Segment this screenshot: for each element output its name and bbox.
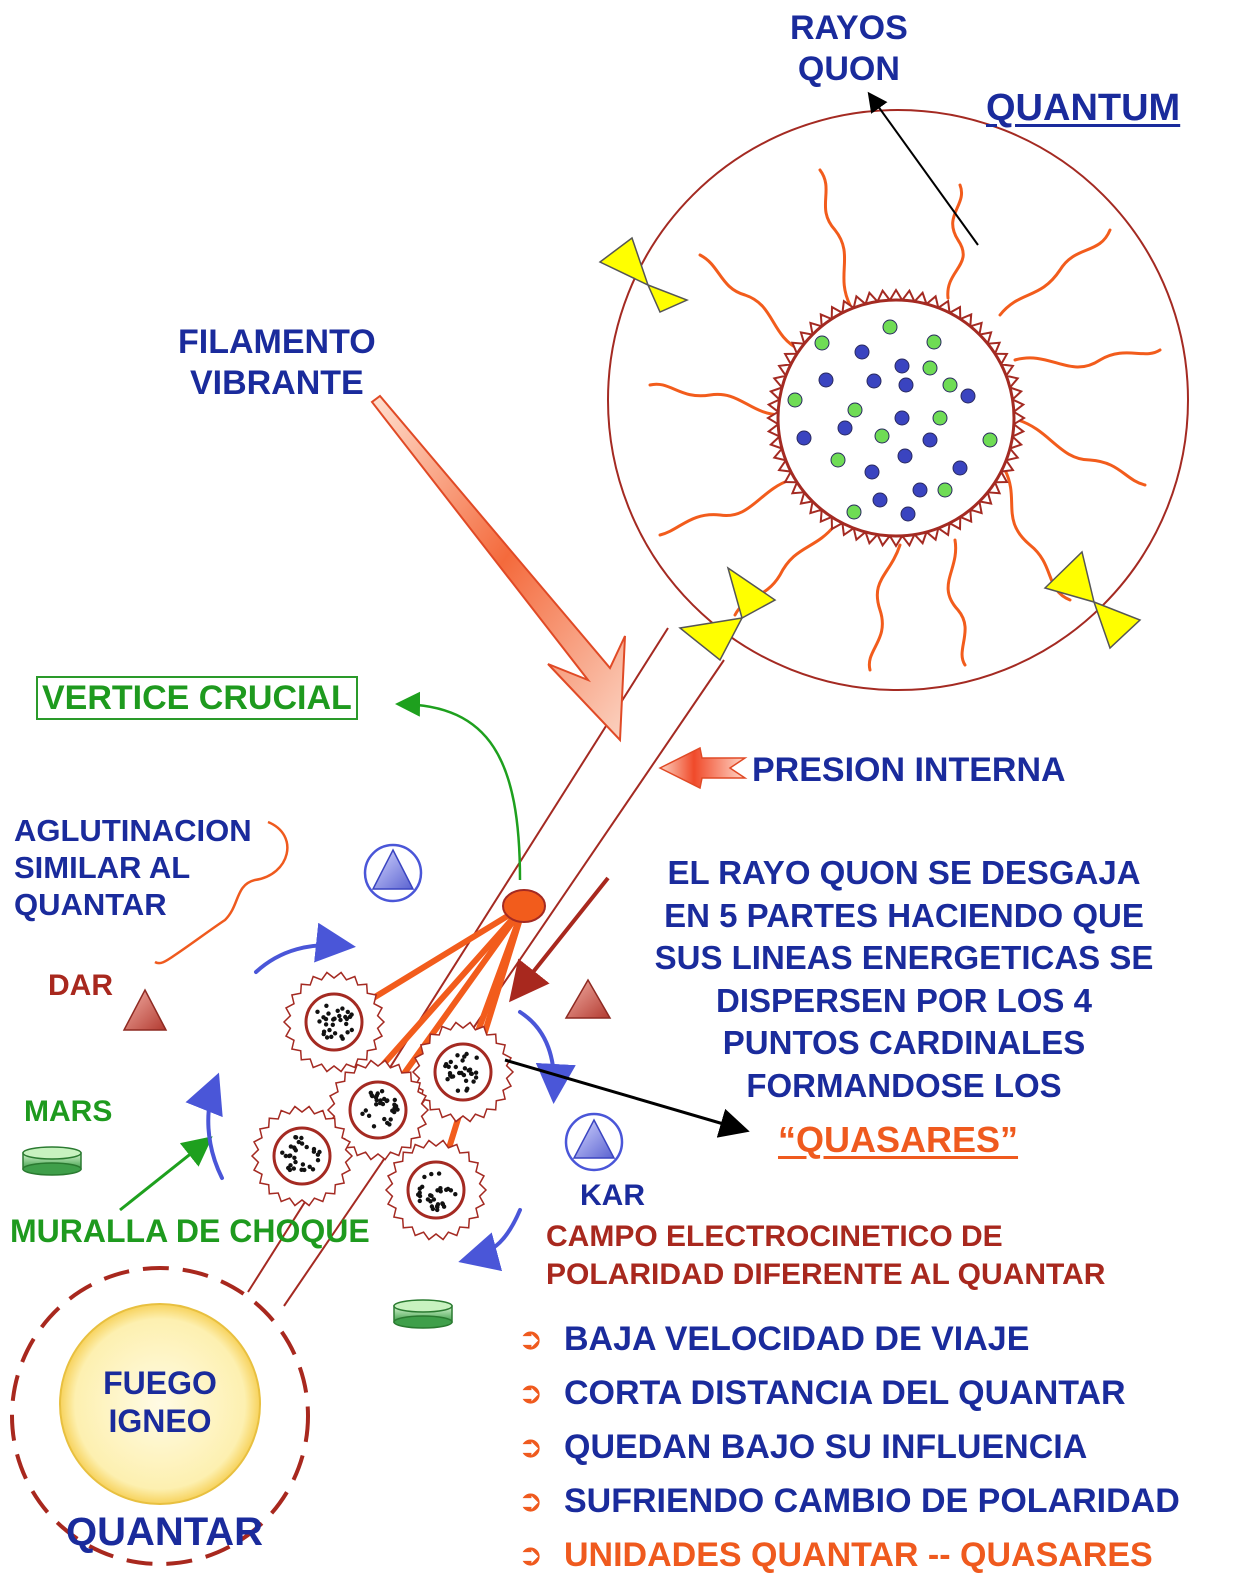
kar-label: KAR	[580, 1179, 645, 1212]
desgaja-description: EL RAYO QUON SE DESGAJA EN 5 PARTES HACI…	[654, 854, 1154, 1104]
dar-label: DAR	[48, 969, 113, 1002]
green-particle	[830, 452, 846, 468]
filamento-vibrante-label: FILAMENTO VIBRANTE	[178, 323, 376, 402]
vertice-crucial-label: VERTICE CRUCIAL	[36, 676, 358, 720]
green-particle	[874, 428, 890, 444]
fuego-igneo-sun	[59, 1303, 261, 1505]
filamento-arrow	[370, 394, 626, 743]
vertice-crucial-arrow	[395, 691, 522, 881]
muralla-choque-arrow	[119, 1136, 213, 1212]
green-particle	[814, 335, 830, 351]
quantum-outer-circle	[607, 109, 1189, 691]
list-item: ➲BAJA VELOCIDAD DE VIAJE	[518, 1319, 1030, 1358]
mars-cylinder-icon	[22, 1146, 82, 1176]
quasar-sphere	[282, 971, 386, 1073]
dar-triangle-icon	[122, 988, 168, 1031]
blue-particle	[922, 432, 938, 448]
presion-interna-arrow	[658, 746, 748, 790]
quasar-sphere	[384, 1139, 488, 1241]
quasares-label: “QUASARES”	[778, 1119, 1019, 1160]
quasar-spheres	[250, 971, 515, 1241]
red-triangle-icon	[564, 978, 612, 1019]
arrow-bullet-icon: ➲	[518, 1537, 544, 1573]
blue-particle	[818, 372, 834, 388]
list-item: ➲UNIDADES QUANTAR -- QUASARES	[518, 1535, 1153, 1574]
muralla-de-choque-label: MURALLA DE CHOQUE	[10, 1213, 370, 1249]
fuego-igneo-label: FUEGO IGNEO	[103, 1365, 217, 1440]
rayos-quon-label: RAYOS QUON	[790, 9, 908, 88]
aglutinacion-brace	[154, 820, 289, 965]
list-item: ➲QUEDAN BAJO SU INFLUENCIA	[518, 1427, 1088, 1466]
quantar-field-circle	[10, 1266, 310, 1566]
kar-circle-triangle-icon	[564, 1112, 624, 1172]
green-particle	[932, 410, 948, 426]
desgaja-pointer-arrow	[509, 876, 610, 1003]
blue-particle	[912, 482, 928, 498]
blue-particle	[894, 410, 910, 426]
blue-circle-triangle-icon	[363, 843, 423, 903]
blue-particle	[952, 460, 968, 476]
consequences-list: ➲BAJA VELOCIDAD DE VIAJE ➲CORTA DISTANCI…	[518, 1312, 1180, 1582]
quantar-label: QUANTAR	[66, 1510, 264, 1554]
quantum-particles	[787, 319, 998, 522]
green-particle	[787, 392, 803, 408]
arrow-bullet-icon: ➲	[518, 1321, 544, 1357]
list-item: ➲CORTA DISTANCIA DEL QUANTAR	[518, 1373, 1126, 1412]
green-particle	[922, 360, 938, 376]
arrow-bullet-icon: ➲	[518, 1375, 544, 1411]
quasar-sphere	[250, 1105, 354, 1207]
bowtie-icons	[598, 236, 1142, 662]
blue-particle	[837, 420, 853, 436]
rayos-quon-arrow	[867, 91, 979, 246]
green-particle	[982, 432, 998, 448]
arrow-bullet-icon: ➲	[518, 1429, 544, 1465]
green-particle	[882, 319, 898, 335]
blue-particle	[960, 388, 976, 404]
quasares-arrow	[504, 1058, 750, 1138]
blue-particle	[872, 492, 888, 508]
green-cylinder-icon	[393, 1299, 453, 1329]
quon-rays	[648, 168, 1162, 672]
circulation-arrows	[185, 922, 576, 1272]
green-particle	[926, 334, 942, 350]
blue-particle	[796, 430, 812, 446]
campo-electrocinetico-label: CAMPO ELECTROCINETICO DE POLARIDAD DIFER…	[546, 1220, 1106, 1291]
vertice-crucial-node	[502, 889, 546, 923]
presion-interna-label: PRESION INTERNA	[752, 751, 1066, 789]
blue-particle	[894, 358, 910, 374]
quantum-title: QUANTUM	[986, 87, 1181, 129]
quasar-sphere	[326, 1059, 430, 1161]
blue-particle	[900, 506, 916, 522]
mars-label: MARS	[24, 1095, 113, 1128]
green-particle	[846, 504, 862, 520]
blue-particle	[898, 377, 914, 393]
blue-particle	[897, 448, 913, 464]
blue-particle	[854, 344, 870, 360]
blue-particle	[864, 464, 880, 480]
arrow-bullet-icon: ➲	[518, 1483, 544, 1519]
blue-particle	[866, 373, 882, 389]
quasar-sphere	[411, 1021, 515, 1123]
green-particle	[937, 482, 953, 498]
green-particle	[942, 377, 958, 393]
list-item: ➲SUFRIENDO CAMBIO DE POLARIDAD	[518, 1481, 1180, 1520]
aglutinacion-label: AGLUTINACION SIMILAR AL QUANTAR	[14, 813, 252, 923]
green-particle	[847, 402, 863, 418]
